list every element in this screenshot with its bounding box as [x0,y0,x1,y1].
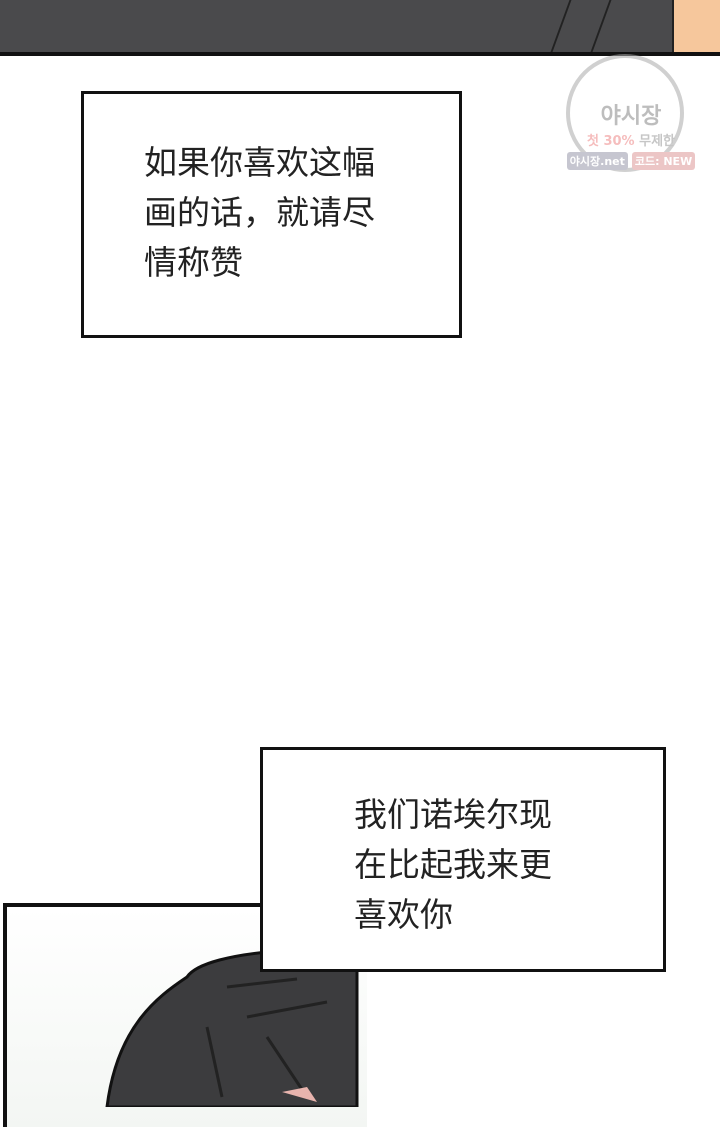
caption-text: 如果你喜欢这幅 画的话，就请尽 情称赞 [144,143,375,282]
bottom-comic-panel [3,903,367,1127]
caption-box: 如果你喜欢这幅 画的话，就请尽 情称赞 [81,91,462,338]
skin-area [672,0,720,52]
watermark-tags: 야시장.net 코드: NEW [556,152,706,170]
clothing-line [590,0,612,52]
watermark-emblem [566,54,684,172]
caption-text: 我们诺埃尔现 在比起我来更 喜欢你 [354,795,552,934]
watermark-logo: 야시장 첫 30% 무제한 야시장.net 코드: NEW [556,54,706,174]
watermark-promo: 첫 30% 무제한 [586,134,676,149]
clothing-line [550,0,572,52]
top-comic-panel [0,0,720,56]
watermark-title: 야시장 [600,104,662,129]
caption-box: 我们诺埃尔现 在比起我来更 喜欢你 [260,747,666,972]
